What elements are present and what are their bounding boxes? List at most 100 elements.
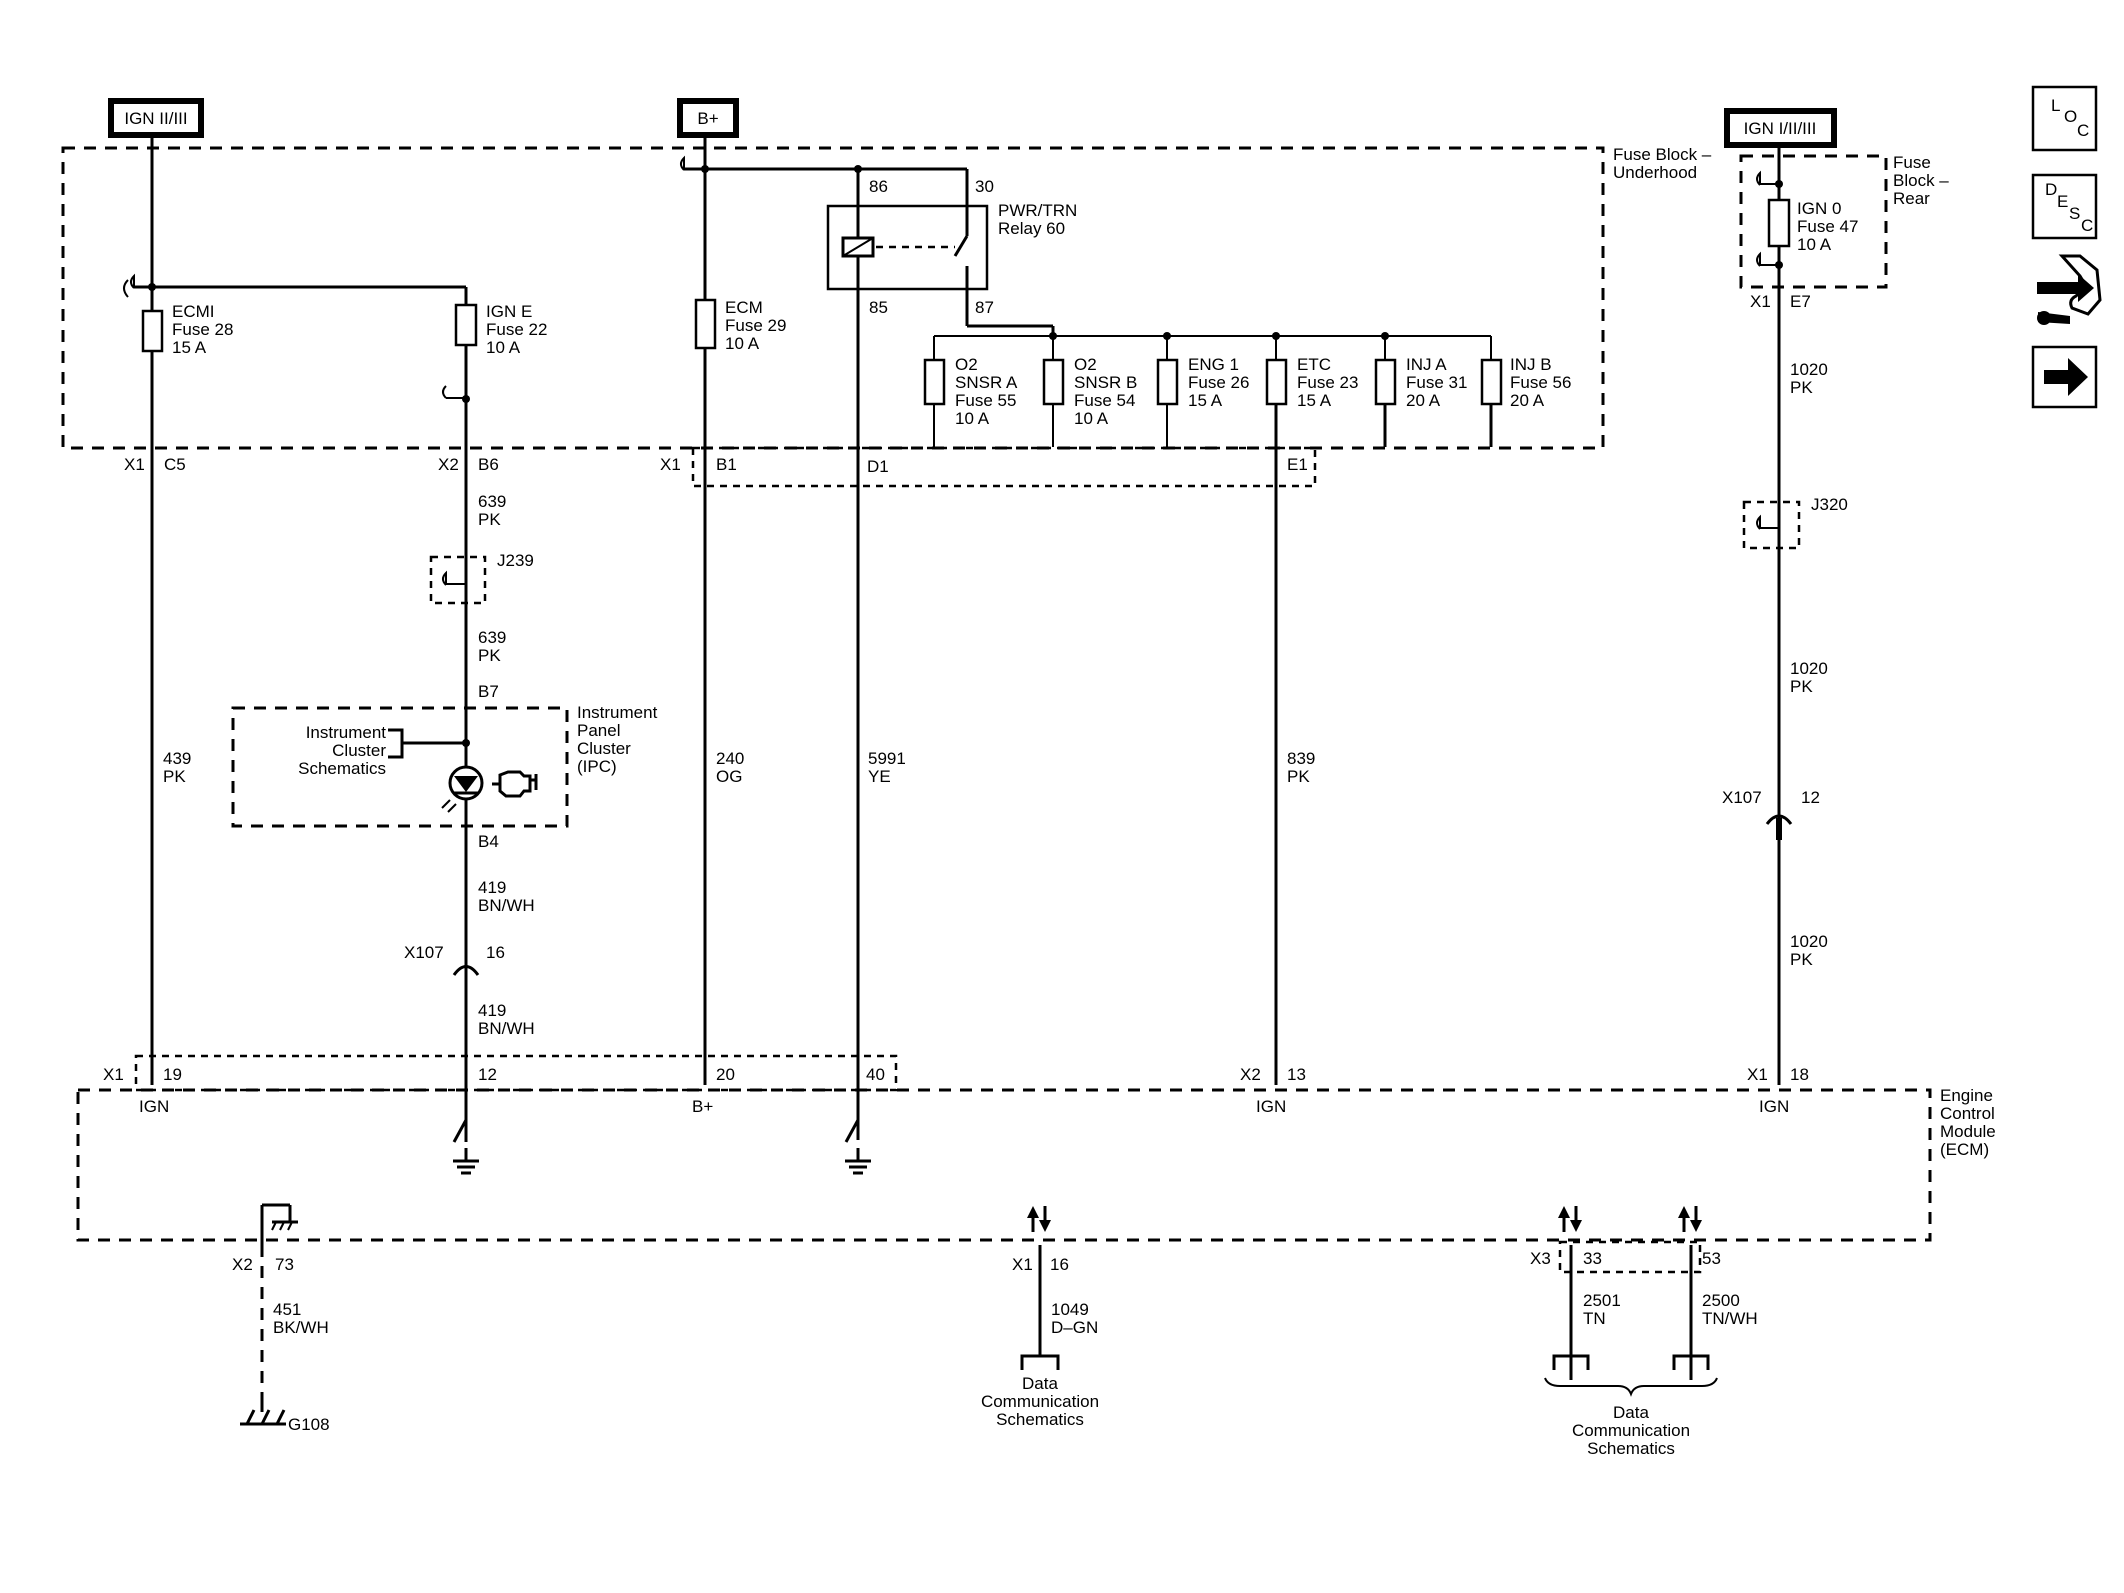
fuse-47 — [1767, 198, 1791, 248]
wire-1049-number: 1049 — [1051, 1300, 1089, 1319]
pin-20: 20 — [716, 1065, 735, 1084]
ipc-name-line4: (IPC) — [577, 757, 617, 776]
ign-2-3-source: IGN II/III — [108, 98, 204, 138]
instrument-panel-cluster — [231, 706, 569, 828]
relay-pin-86: 86 — [869, 177, 888, 196]
pin-73: 73 — [275, 1255, 294, 1274]
wire-419-color-b: BN/WH — [478, 1019, 535, 1038]
fuse-o2b-line4: 10 A — [1074, 409, 1109, 428]
ign-2-3-label: IGN II/III — [124, 109, 187, 128]
wire-1020-color-b: PK — [1790, 677, 1813, 696]
wire-639-number-a: 639 — [478, 492, 506, 511]
wire-419-color-a: BN/WH — [478, 896, 535, 915]
ecm-data-pin-53 — [1678, 1206, 1702, 1232]
loc-letter-c: C — [2077, 121, 2089, 140]
next-page-button[interactable] — [2031, 345, 2098, 409]
conn-x1-19: X1 — [103, 1065, 124, 1084]
splice-j239-label: J239 — [497, 551, 534, 570]
ipc-name-line3: Cluster — [577, 739, 631, 758]
fuse-ecm-name: ECM — [725, 298, 763, 317]
wire-2501-color: TN — [1583, 1309, 1606, 1328]
fuse-etc-line2: Fuse 23 — [1297, 373, 1358, 392]
ecm-name-line4: (ECM) — [1940, 1140, 1989, 1159]
ipc-name-line1: Instrument — [577, 703, 658, 722]
location-button[interactable]: L O C — [2031, 85, 2098, 152]
repair-icon[interactable] — [2037, 254, 2102, 325]
wire-2501-number: 2501 — [1583, 1291, 1621, 1310]
fuse-o2a-line2: SNSR A — [955, 373, 1018, 392]
pin-12-b: 12 — [1801, 788, 1820, 807]
pin-c5: C5 — [164, 455, 186, 474]
fuse-ign0-line1: IGN 0 — [1797, 199, 1841, 218]
splice-j239 — [429, 555, 487, 605]
splice-j320 — [1742, 500, 1801, 550]
fuse-o2a-line4: 10 A — [955, 409, 990, 428]
ign-1-2-3-source: IGN I/II/III — [1724, 108, 1837, 148]
wire-5991-color: YE — [868, 767, 891, 786]
wire-5991-number: 5991 — [868, 749, 906, 768]
wire-451-color: BK/WH — [273, 1318, 329, 1337]
wire-439-color: PK — [163, 767, 186, 786]
ipc-ref-line2: Cluster — [332, 741, 386, 760]
wire-1020-number-c: 1020 — [1790, 932, 1828, 951]
fuse-block-underhood-line2: Underhood — [1613, 163, 1697, 182]
ground-g108-icon — [240, 1400, 286, 1426]
ecm-name-line1: Engine — [1940, 1086, 1993, 1105]
fuse-igne-number: Fuse 22 — [486, 320, 547, 339]
fuse-o2b-line3: Fuse 54 — [1074, 391, 1135, 410]
wire-419-number-b: 419 — [478, 1001, 506, 1020]
description-button[interactable]: D E S C — [2031, 173, 2098, 240]
desc-letter-e: E — [2057, 192, 2068, 211]
fuse-block-rear-line1: Fuse — [1893, 153, 1931, 172]
pin-53: 53 — [1702, 1249, 1721, 1268]
wire-639-color-a: PK — [478, 510, 501, 529]
pin-13: 13 — [1287, 1065, 1306, 1084]
data-comm-a-line2: Communication — [981, 1392, 1099, 1411]
ipc-name-line2: Panel — [577, 721, 620, 740]
fuse-inja-line2: Fuse 31 — [1406, 373, 1467, 392]
ecm-data-pin-33 — [1558, 1206, 1582, 1232]
wire-2500-color: TN/WH — [1702, 1309, 1758, 1328]
wire-240-color: OG — [716, 767, 742, 786]
fuse-block-underhood-line1: Fuse Block – — [1613, 145, 1712, 164]
fuse-55: O2 SNSR A Fuse 55 10 A — [923, 336, 1018, 447]
conn-x1-e7: X1 — [1750, 292, 1771, 311]
relay-name-line2: Relay 60 — [998, 219, 1065, 238]
pin-b6: B6 — [478, 455, 499, 474]
fuse-block-rear-line3: Rear — [1893, 189, 1930, 208]
fuse-inja-line1: INJ A — [1406, 355, 1447, 374]
conn-x2-73: X2 — [232, 1255, 253, 1274]
pin-d1: D1 — [867, 457, 889, 476]
fuse-31: INJ A Fuse 31 20 A — [1374, 336, 1467, 447]
data-comm-b-line1: Data — [1613, 1403, 1649, 1422]
conn-x1-18: X1 — [1747, 1065, 1768, 1084]
desc-letter-d: D — [2045, 180, 2057, 199]
relay-name-line1: PWR/TRN — [998, 201, 1077, 220]
fuse-ecmi-name: ECMI — [172, 302, 215, 321]
data-comm-a-line3: Schematics — [996, 1410, 1084, 1429]
loc-letter-o: O — [2064, 107, 2077, 126]
fuse-igne-rating: 10 A — [486, 338, 521, 357]
wire-1020-color-a: PK — [1790, 378, 1813, 397]
pin-40: 40 — [866, 1065, 885, 1084]
fuse-28 — [141, 309, 164, 353]
fuse-o2b-line2: SNSR B — [1074, 373, 1137, 392]
relay-pin-30: 30 — [975, 177, 994, 196]
pin-33: 33 — [1583, 1249, 1602, 1268]
fuse-ign0-line2: Fuse 47 — [1797, 217, 1858, 236]
wire-1020-color-c: PK — [1790, 950, 1813, 969]
wire-1020-number-a: 1020 — [1790, 360, 1828, 379]
wire-439-number: 439 — [163, 749, 191, 768]
arrow-right-icon — [2044, 358, 2088, 396]
pin-e1: E1 — [1287, 455, 1308, 474]
wire-839-number: 839 — [1287, 749, 1315, 768]
wire-240-number: 240 — [716, 749, 744, 768]
wire-639-number-b: 639 — [478, 628, 506, 647]
fuse-etc-line1: ETC — [1297, 355, 1331, 374]
fuse-igne-name: IGN E — [486, 302, 532, 321]
conn-x3: X3 — [1530, 1249, 1551, 1268]
fuse-eng1-line1: ENG 1 — [1188, 355, 1239, 374]
relay-pin-87: 87 — [975, 298, 994, 317]
ecm-ground-73 — [260, 1203, 298, 1255]
pin-b4: B4 — [478, 832, 499, 851]
